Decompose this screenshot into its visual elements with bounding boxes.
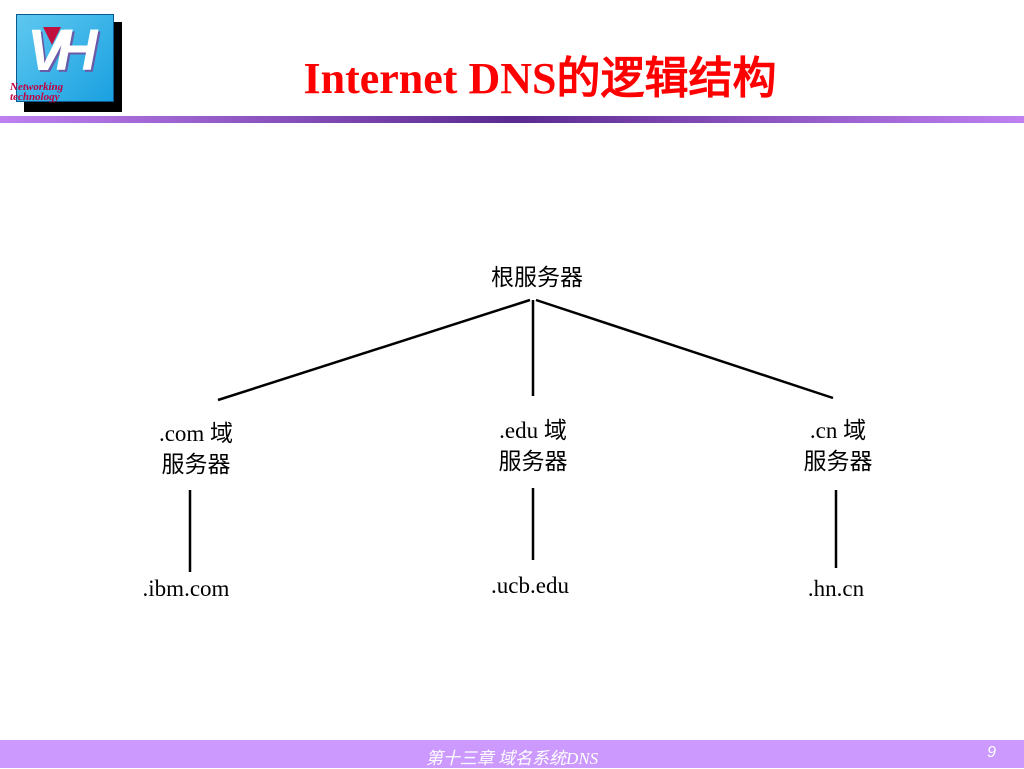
edge-root-cn — [535, 298, 834, 400]
logo-box: VH — [16, 14, 114, 102]
footer-chapter: 第十三章 域名系统DNS — [425, 749, 599, 768]
root-server: 根服务器 — [491, 265, 583, 290]
com-server-line2: 服务器 — [161, 452, 231, 477]
logo-text-line2: technology — [10, 91, 60, 103]
logo: VH Networking technology — [10, 8, 122, 112]
logo-text: Networking technology — [10, 81, 122, 103]
hn-cn-leaf: .hn.cn — [807, 576, 865, 601]
com-server-line1: .com 域 — [158, 421, 234, 446]
com-server: .com 域 服务器 — [116, 418, 276, 480]
cn-server: .cn 域 服务器 — [758, 415, 918, 477]
ibm-com-leaf: .ibm.com — [142, 576, 230, 601]
edge-root-com — [217, 298, 531, 402]
ucb-edu-leaf: .ucb.edu — [491, 573, 569, 598]
cn-server-line2: 服务器 — [803, 449, 873, 474]
page-number: 9 — [987, 744, 996, 761]
logo-text-line1: Networking — [10, 81, 64, 93]
page-title: Internet DNS的逻辑结构 — [303, 54, 777, 103]
edu-server: .edu 域 服务器 — [453, 415, 613, 477]
edu-server-line1: .edu 域 — [499, 418, 567, 443]
logo-letters: VH — [27, 18, 98, 83]
logo-triangle-icon — [43, 27, 61, 45]
cn-server-line1: .cn 域 — [809, 418, 867, 443]
edu-server-line2: 服务器 — [498, 449, 568, 474]
title-divider — [0, 116, 1024, 123]
footer-bar: 第十三章 域名系统DNS 9 — [0, 740, 1024, 768]
